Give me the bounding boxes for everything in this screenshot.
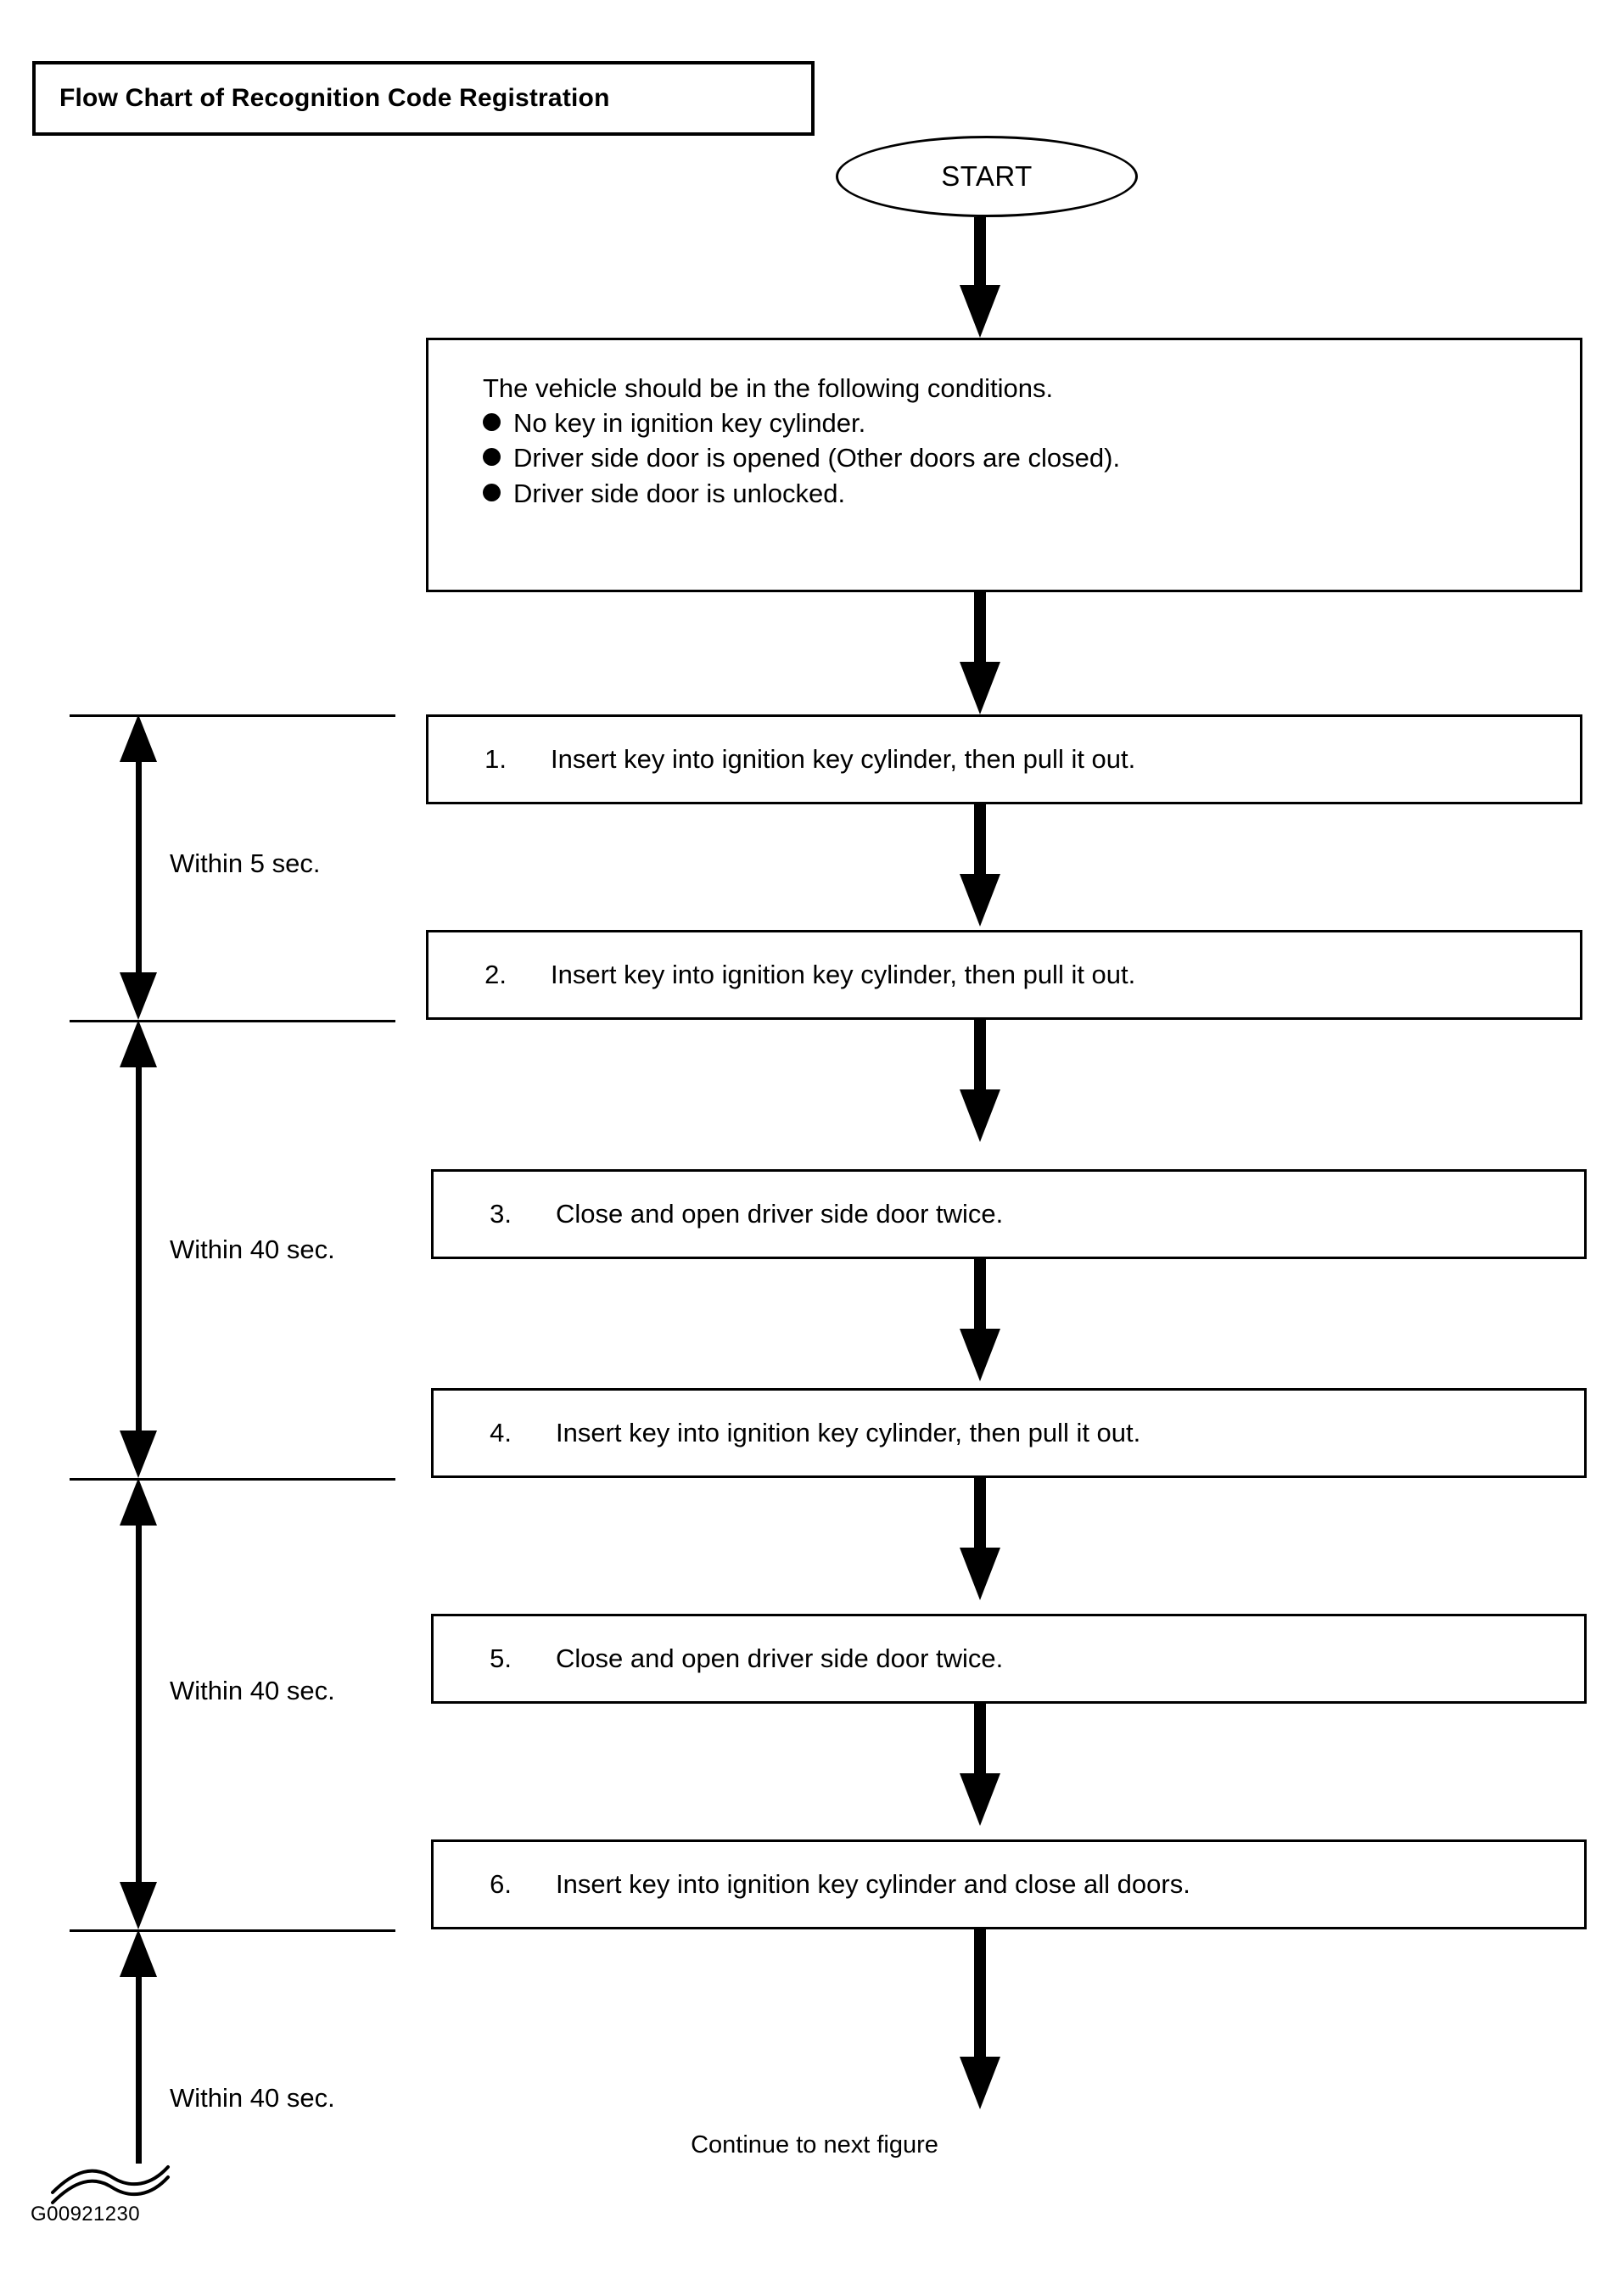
step-number-6: 6. xyxy=(490,1869,512,1899)
timing-label-4: Within 40 sec. xyxy=(170,2083,335,2113)
step-box-6: 6. Insert key into ignition key cylinder… xyxy=(431,1839,1587,1929)
step-text-6: Insert key into ignition key cylinder an… xyxy=(556,1869,1190,1899)
timing-label-3: Within 40 sec. xyxy=(170,1676,335,1705)
timing-tick-line-1 xyxy=(70,714,395,717)
arrowhead-step-3-to-4 xyxy=(960,1329,1000,1381)
condition-item: No key in ignition key cylinder. xyxy=(483,406,1580,440)
connector-line-conditions-to-step-1 xyxy=(974,592,986,665)
arrowhead-step-4-to-5 xyxy=(960,1548,1000,1600)
connector-line-step-1-to-2 xyxy=(974,804,986,877)
arrowhead-step-6-to-continue xyxy=(960,2057,1000,2109)
timing-arrow-up-3 xyxy=(120,1478,157,1526)
timing-label-2: Within 40 sec. xyxy=(170,1235,335,1264)
timing-tick-line-3 xyxy=(70,1478,395,1481)
step-number-2: 2. xyxy=(484,960,507,989)
step-box-1: 1. Insert key into ignition key cylinder… xyxy=(426,714,1582,804)
break-squiggle-icon xyxy=(51,2165,170,2204)
bullet-dot-icon xyxy=(483,483,501,501)
connector-line-step-5-to-6 xyxy=(974,1704,986,1777)
condition-item: Driver side door is unlocked. xyxy=(483,476,1580,511)
connector-line-step-4-to-5 xyxy=(974,1478,986,1551)
start-terminator: START xyxy=(836,136,1138,217)
step-number-1: 1. xyxy=(484,744,507,774)
arrowhead-start-to-conditions xyxy=(960,285,1000,338)
step-text-2: Insert key into ignition key cylinder, t… xyxy=(551,960,1136,989)
arrowhead-step-5-to-6 xyxy=(960,1773,1000,1826)
connector-line-step-6-to-continue xyxy=(974,1929,986,2067)
timing-arrow-up-1 xyxy=(120,714,157,762)
conditions-box: The vehicle should be in the following c… xyxy=(426,338,1582,592)
arrowhead-step-2-to-3 xyxy=(960,1089,1000,1142)
timing-span-line-2 xyxy=(136,1061,142,1436)
bullet-dot-icon xyxy=(483,413,501,432)
step-box-2: 2. Insert key into ignition key cylinder… xyxy=(426,930,1582,1020)
timing-tick-line-2 xyxy=(70,1020,395,1022)
timing-arrow-up-4 xyxy=(120,1929,157,1977)
step-text-1: Insert key into ignition key cylinder, t… xyxy=(551,744,1136,774)
timing-arrow-down-3 xyxy=(120,1882,157,1929)
timing-arrow-down-1 xyxy=(120,972,157,1020)
step-box-5: 5. Close and open driver side door twice… xyxy=(431,1614,1587,1704)
conditions-heading: The vehicle should be in the following c… xyxy=(483,373,1054,403)
timing-span-line-3 xyxy=(136,1519,142,1887)
step-text-5: Close and open driver side door twice. xyxy=(556,1643,1004,1673)
step-text-4: Insert key into ignition key cylinder, t… xyxy=(556,1418,1141,1447)
connector-line-start-to-conditions xyxy=(974,217,986,290)
timing-span-line-1 xyxy=(136,755,142,977)
arrowhead-step-1-to-2 xyxy=(960,874,1000,927)
bullet-dot-icon xyxy=(483,448,501,467)
continue-note: Continue to next figure xyxy=(691,2131,938,2158)
step-number-4: 4. xyxy=(490,1418,512,1447)
timing-arrow-down-2 xyxy=(120,1431,157,1478)
step-text-3: Close and open driver side door twice. xyxy=(556,1199,1004,1229)
step-box-3: 3. Close and open driver side door twice… xyxy=(431,1169,1587,1259)
page-title: Flow Chart of Recognition Code Registrat… xyxy=(59,84,610,112)
condition-label: Driver side door is unlocked. xyxy=(513,478,846,508)
step-box-4: 4. Insert key into ignition key cylinder… xyxy=(431,1388,1587,1478)
condition-label: No key in ignition key cylinder. xyxy=(513,408,866,439)
timing-arrow-up-2 xyxy=(120,1020,157,1067)
figure-title-box: Flow Chart of Recognition Code Registrat… xyxy=(32,61,815,136)
step-number-3: 3. xyxy=(490,1199,512,1229)
start-label: START xyxy=(941,160,1033,192)
connector-line-step-3-to-4 xyxy=(974,1259,986,1332)
timing-label-1: Within 5 sec. xyxy=(170,848,321,878)
timing-tick-line-4 xyxy=(70,1929,395,1932)
condition-label: Driver side door is opened (Other doors … xyxy=(513,443,1121,473)
timing-span-line-4 xyxy=(136,1970,142,2164)
step-number-5: 5. xyxy=(490,1643,512,1673)
figure-id-code: G00921230 xyxy=(31,2203,141,2226)
connector-line-step-2-to-3 xyxy=(974,1020,986,1093)
arrowhead-conditions-to-step-1 xyxy=(960,662,1000,714)
condition-item: Driver side door is opened (Other doors … xyxy=(483,440,1580,475)
